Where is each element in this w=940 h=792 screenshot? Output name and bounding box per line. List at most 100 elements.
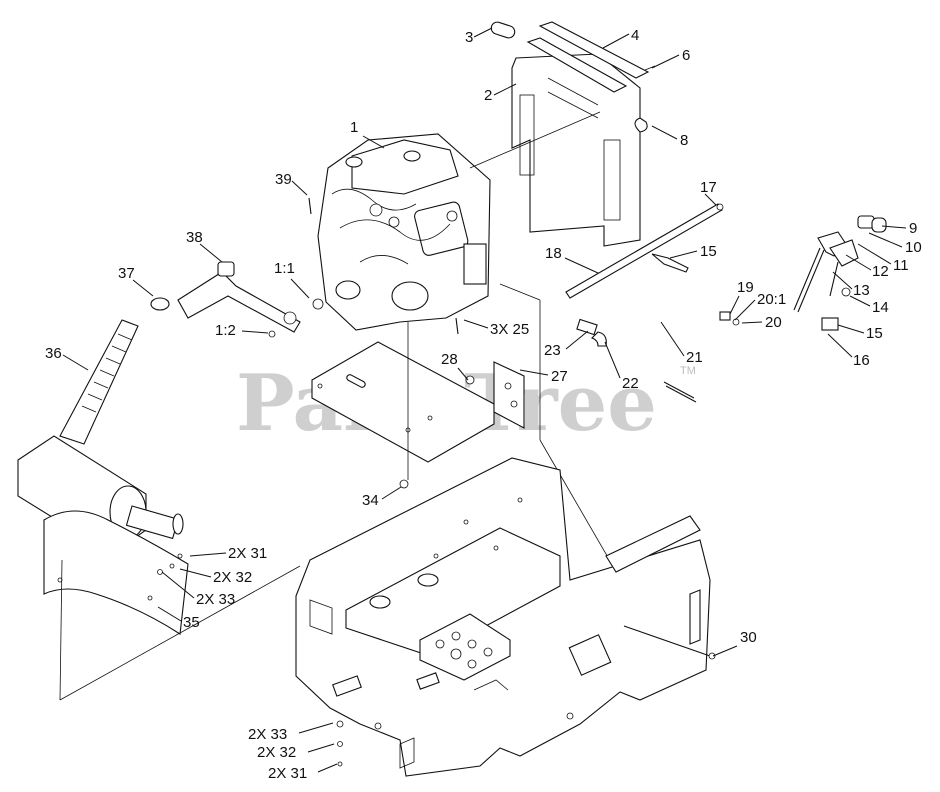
callout-leader-15b: [837, 324, 865, 334]
callout-leader-2x33b: [298, 722, 334, 734]
callout-leader-2x31a: [189, 552, 227, 557]
callout-label-8: 8: [680, 132, 688, 149]
callout-leader-27: [519, 369, 549, 376]
callout-label-35: 35: [183, 614, 200, 631]
bolt-39: [308, 197, 312, 215]
callout-label-28: 28: [441, 351, 458, 368]
callout-leader-35: [157, 606, 182, 622]
callout-leader-38: [199, 243, 223, 263]
bolts-25: [455, 317, 459, 335]
callout-leader-13: [832, 271, 853, 290]
callout-leader-20-1: [734, 299, 756, 321]
clip-8: [634, 117, 648, 133]
callout-label-34: 34: [362, 492, 379, 509]
engine-shroud: [511, 53, 641, 247]
callout-label-15: 15: [700, 243, 717, 260]
callout-leader-1: [362, 135, 385, 149]
callout-label-30: 30: [740, 629, 757, 646]
fasteners-bottom: [336, 720, 344, 767]
bracket-27: [493, 361, 525, 429]
callout-label-20: 20: [765, 314, 782, 331]
control-linkage: [793, 215, 887, 331]
callout-leader-15: [669, 250, 698, 259]
seal-strip-4: [526, 21, 650, 93]
callout-leader-2x32a: [179, 568, 212, 578]
callout-label-3x25: 3X 25: [490, 321, 529, 338]
nut-1-2: [268, 330, 276, 338]
callout-label-10: 10: [905, 239, 922, 256]
callout-leader-1-2: [241, 330, 269, 334]
callout-leader-1-1: [290, 278, 310, 299]
callout-label-39: 39: [275, 171, 292, 188]
callout-leader-28: [457, 367, 469, 381]
seal-strip-3: [490, 21, 516, 39]
callout-label-15b: 15: [866, 325, 883, 342]
callout-leader-21: [660, 321, 685, 357]
callout-label-11: 11: [893, 257, 909, 274]
callout-leader-11: [857, 243, 892, 265]
callout-leader-6: [651, 54, 680, 69]
watermark-tm: TM: [680, 365, 696, 377]
screw-6: [644, 65, 656, 71]
callout-leader-2x33a: [161, 571, 195, 599]
callout-label-12: 12: [872, 263, 889, 280]
callout-label-22: 22: [622, 375, 639, 392]
callout-label-2x31b: 2X 31: [268, 765, 307, 782]
callout-label-13: 13: [853, 282, 870, 299]
callout-leader-3x25: [463, 319, 489, 329]
guide-line-4: [59, 565, 301, 701]
callout-label-16: 16: [853, 352, 870, 369]
callout-label-23: 23: [544, 342, 561, 359]
callout-leader-18: [564, 257, 599, 274]
callout-leader-4: [602, 33, 630, 49]
callout-label-27: 27: [551, 368, 568, 385]
callout-leader-14: [849, 295, 871, 307]
nut-28: [465, 375, 475, 385]
callout-leader-12: [845, 254, 872, 271]
clip-15: [651, 253, 689, 273]
callout-leader-37: [132, 279, 154, 297]
callout-label-4: 4: [631, 27, 639, 44]
callout-leader-36: [62, 354, 89, 371]
callout-label-2x31a: 2X 31: [228, 545, 267, 562]
callout-label-20-1: 20:1: [757, 291, 786, 308]
callout-label-9: 9: [909, 220, 917, 237]
callout-label-38: 38: [186, 229, 203, 246]
callout-label-6: 6: [682, 47, 690, 64]
main-frame: [295, 457, 711, 777]
callout-leader-22: [604, 341, 621, 379]
callout-label-2: 2: [484, 87, 492, 104]
callout-leader-39: [291, 180, 308, 196]
callout-label-37: 37: [118, 265, 135, 282]
callout-label-19: 19: [737, 279, 754, 296]
callout-leader-23: [565, 330, 589, 350]
callout-label-1: 1: [350, 119, 358, 136]
guide-line-3: [59, 559, 63, 701]
callout-label-3: 3: [465, 29, 473, 46]
control-rod-18: [565, 203, 724, 299]
exhaust-pipe: [177, 261, 324, 333]
callout-label-2x32b: 2X 32: [257, 744, 296, 761]
callout-leader-20: [741, 321, 763, 324]
callout-leader-3: [473, 27, 493, 38]
callout-label-21: 21: [686, 349, 703, 366]
callout-label-2x33b: 2X 33: [248, 726, 287, 743]
callout-label-1-1: 1:1: [274, 260, 295, 277]
tool-icon: [663, 381, 697, 403]
engine-mount-plate: [311, 341, 495, 463]
callout-label-14: 14: [872, 299, 889, 316]
callout-leader-2x31b: [317, 763, 338, 773]
guide-line-5: [499, 283, 541, 301]
callout-leader-19: [729, 295, 740, 315]
callout-leader-34: [381, 486, 402, 500]
clamp-37: [150, 297, 170, 311]
callout-leader-8: [651, 125, 678, 140]
callout-label-17: 17: [700, 179, 717, 196]
callout-leader-17: [704, 193, 717, 206]
callout-leader-16: [827, 333, 853, 358]
fuel-line: [576, 302, 740, 347]
bolt-30: [623, 625, 716, 660]
callout-label-2x33a: 2X 33: [196, 591, 235, 608]
